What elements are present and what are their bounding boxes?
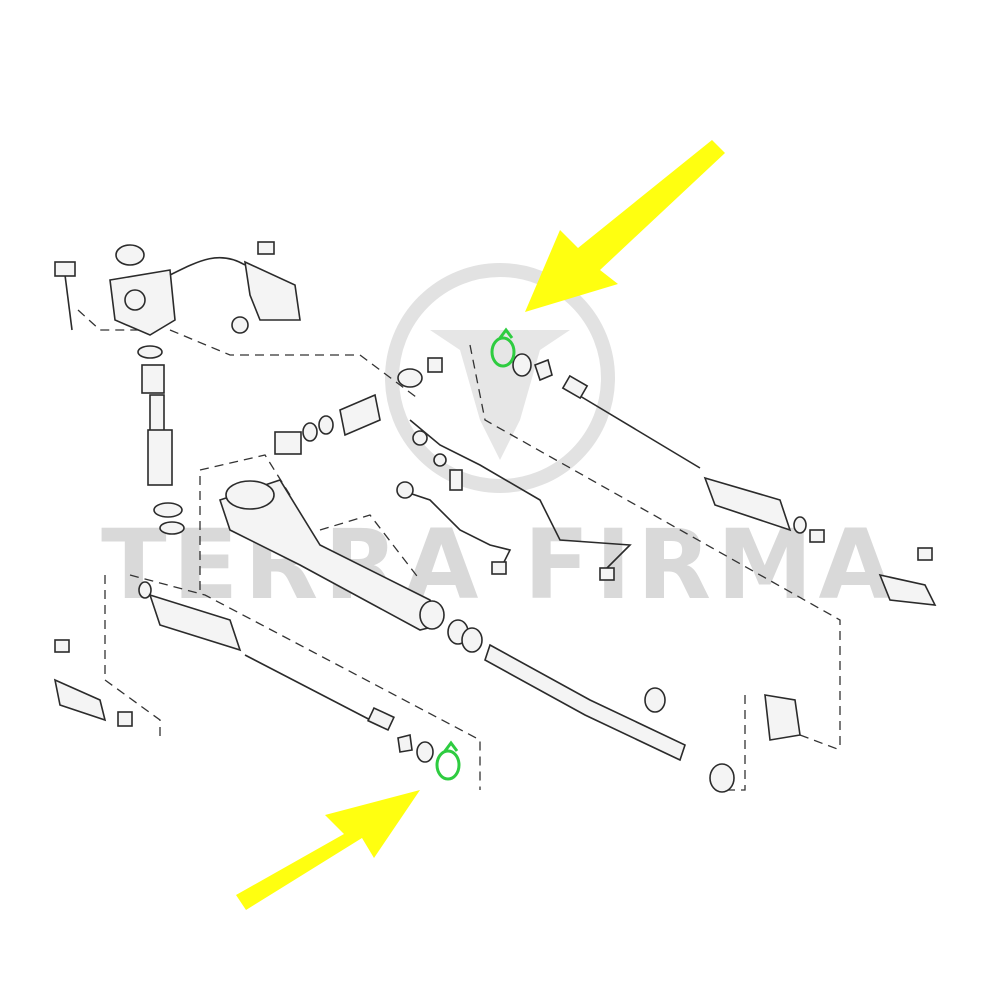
arrow-icon-upper: [525, 140, 725, 312]
o-ring-2: [318, 415, 334, 435]
seal-ring-2: [159, 521, 185, 535]
tie-rod-inner: [569, 389, 701, 469]
plug: [427, 357, 443, 373]
line-fitting-4: [599, 567, 615, 581]
lock-plate-left: [397, 734, 413, 753]
spring: [141, 364, 165, 394]
rack-housing: [218, 479, 445, 631]
nut: [137, 345, 163, 359]
adjuster-cap: [274, 431, 302, 455]
inner-joint: [561, 374, 589, 400]
assembly-guide-lines: [77, 309, 841, 791]
sensor-wire: [169, 256, 246, 276]
left-tie-rod-assembly: [53, 581, 434, 763]
lock-plate: [533, 358, 553, 382]
valve-cap: [231, 316, 249, 334]
pinion-gear: [147, 429, 173, 486]
valve-bolt: [257, 241, 275, 255]
boot-clamp-left: [138, 581, 152, 599]
dust-cap: [115, 244, 145, 266]
jam-nut: [809, 529, 825, 543]
seal-ring: [153, 502, 183, 518]
rack-seal-2: [461, 627, 483, 653]
castle-nut-right: [917, 547, 933, 561]
housing-end: [419, 600, 445, 630]
control-valve: [243, 260, 301, 321]
line-fitting: [412, 430, 428, 446]
preload-spring: [339, 393, 381, 437]
bushing: [644, 687, 666, 713]
bolt-head: [54, 261, 76, 277]
pinion-shaft-stack: [137, 345, 185, 535]
arrow-icon-lower: [236, 790, 420, 910]
tie-rod-end-right: [878, 573, 937, 606]
rack-bar-assembly: [447, 619, 801, 793]
valve-small-parts: [274, 357, 443, 455]
pinion-port: [225, 480, 275, 510]
boot-clamp: [793, 516, 807, 534]
line-bolt: [449, 469, 463, 491]
tie-rod-inner-left: [244, 654, 381, 726]
o-ring: [302, 422, 318, 442]
fluid-line-short: [399, 489, 512, 571]
line-fitting-3: [396, 481, 414, 499]
inner-joint-left: [367, 706, 395, 732]
pinion-housing-assembly: [54, 241, 301, 336]
rack-end-bushing: [764, 694, 801, 741]
boot-left: [148, 593, 242, 652]
clamp-icon-upper: [490, 327, 516, 368]
housing-port: [124, 289, 146, 311]
end-seal: [709, 763, 735, 793]
fluid-line-long: [409, 419, 632, 576]
jam-nut-left: [117, 711, 133, 727]
washer: [512, 353, 532, 377]
highlighted-clamps: [435, 327, 516, 781]
line-fitting-2: [433, 453, 447, 467]
tie-rod-end-left: [53, 678, 107, 722]
housing-bolt: [64, 274, 73, 331]
right-tie-rod-assembly: [512, 353, 937, 606]
rack-bar: [484, 643, 686, 762]
castle-nut-left: [54, 639, 70, 653]
gear-logo-icon: [385, 263, 615, 493]
logo-mark: [430, 330, 570, 460]
washer-left: [416, 741, 434, 763]
fluid-lines: [396, 419, 632, 581]
boot-right: [703, 476, 792, 532]
clamp-icon-lower: [435, 740, 461, 781]
valve-cap-2: [397, 368, 423, 388]
line-fitting-5: [491, 561, 507, 575]
